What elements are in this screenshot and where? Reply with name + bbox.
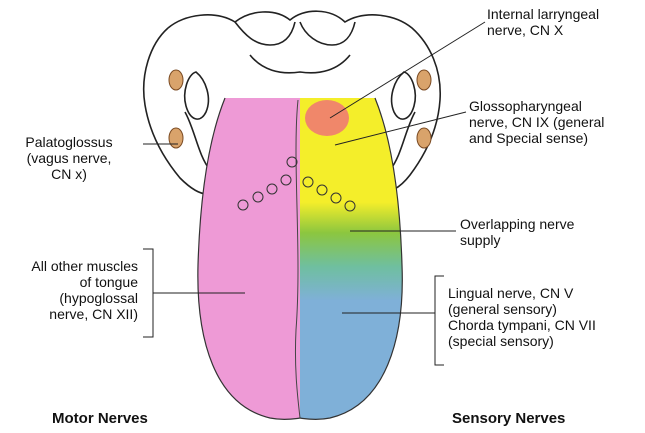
motor-region bbox=[197, 98, 300, 420]
median-sulcus bbox=[294, 99, 301, 419]
leader-lines bbox=[143, 21, 486, 366]
sensory-nerves-heading: Sensory Nerves bbox=[452, 410, 566, 427]
internal-laryngeal-label: Internal larryngeal nerve, CN X bbox=[487, 6, 600, 38]
lingual-label: Lingual nerve, CN V (general sensory) Ch… bbox=[448, 285, 596, 349]
internal-laryngeal-region bbox=[305, 100, 349, 136]
palatine-tonsil-marks bbox=[168, 69, 432, 149]
vallate-papillae bbox=[237, 156, 356, 212]
other-muscles-label: All other muscles of tongue (hypoglossal… bbox=[31, 258, 138, 322]
motor-nerves-heading: Motor Nerves bbox=[52, 410, 148, 427]
overlapping-label: Overlapping nerve supply bbox=[460, 216, 575, 248]
epiglottis-outline bbox=[142, 10, 441, 195]
palatoglossus-label: Palatoglossus (vagus nerve, CN x) bbox=[25, 134, 113, 182]
sensory-region bbox=[300, 98, 403, 420]
glossopharyngeal-label: Glossopharyngeal nerve, CN IX (general a… bbox=[469, 98, 605, 146]
